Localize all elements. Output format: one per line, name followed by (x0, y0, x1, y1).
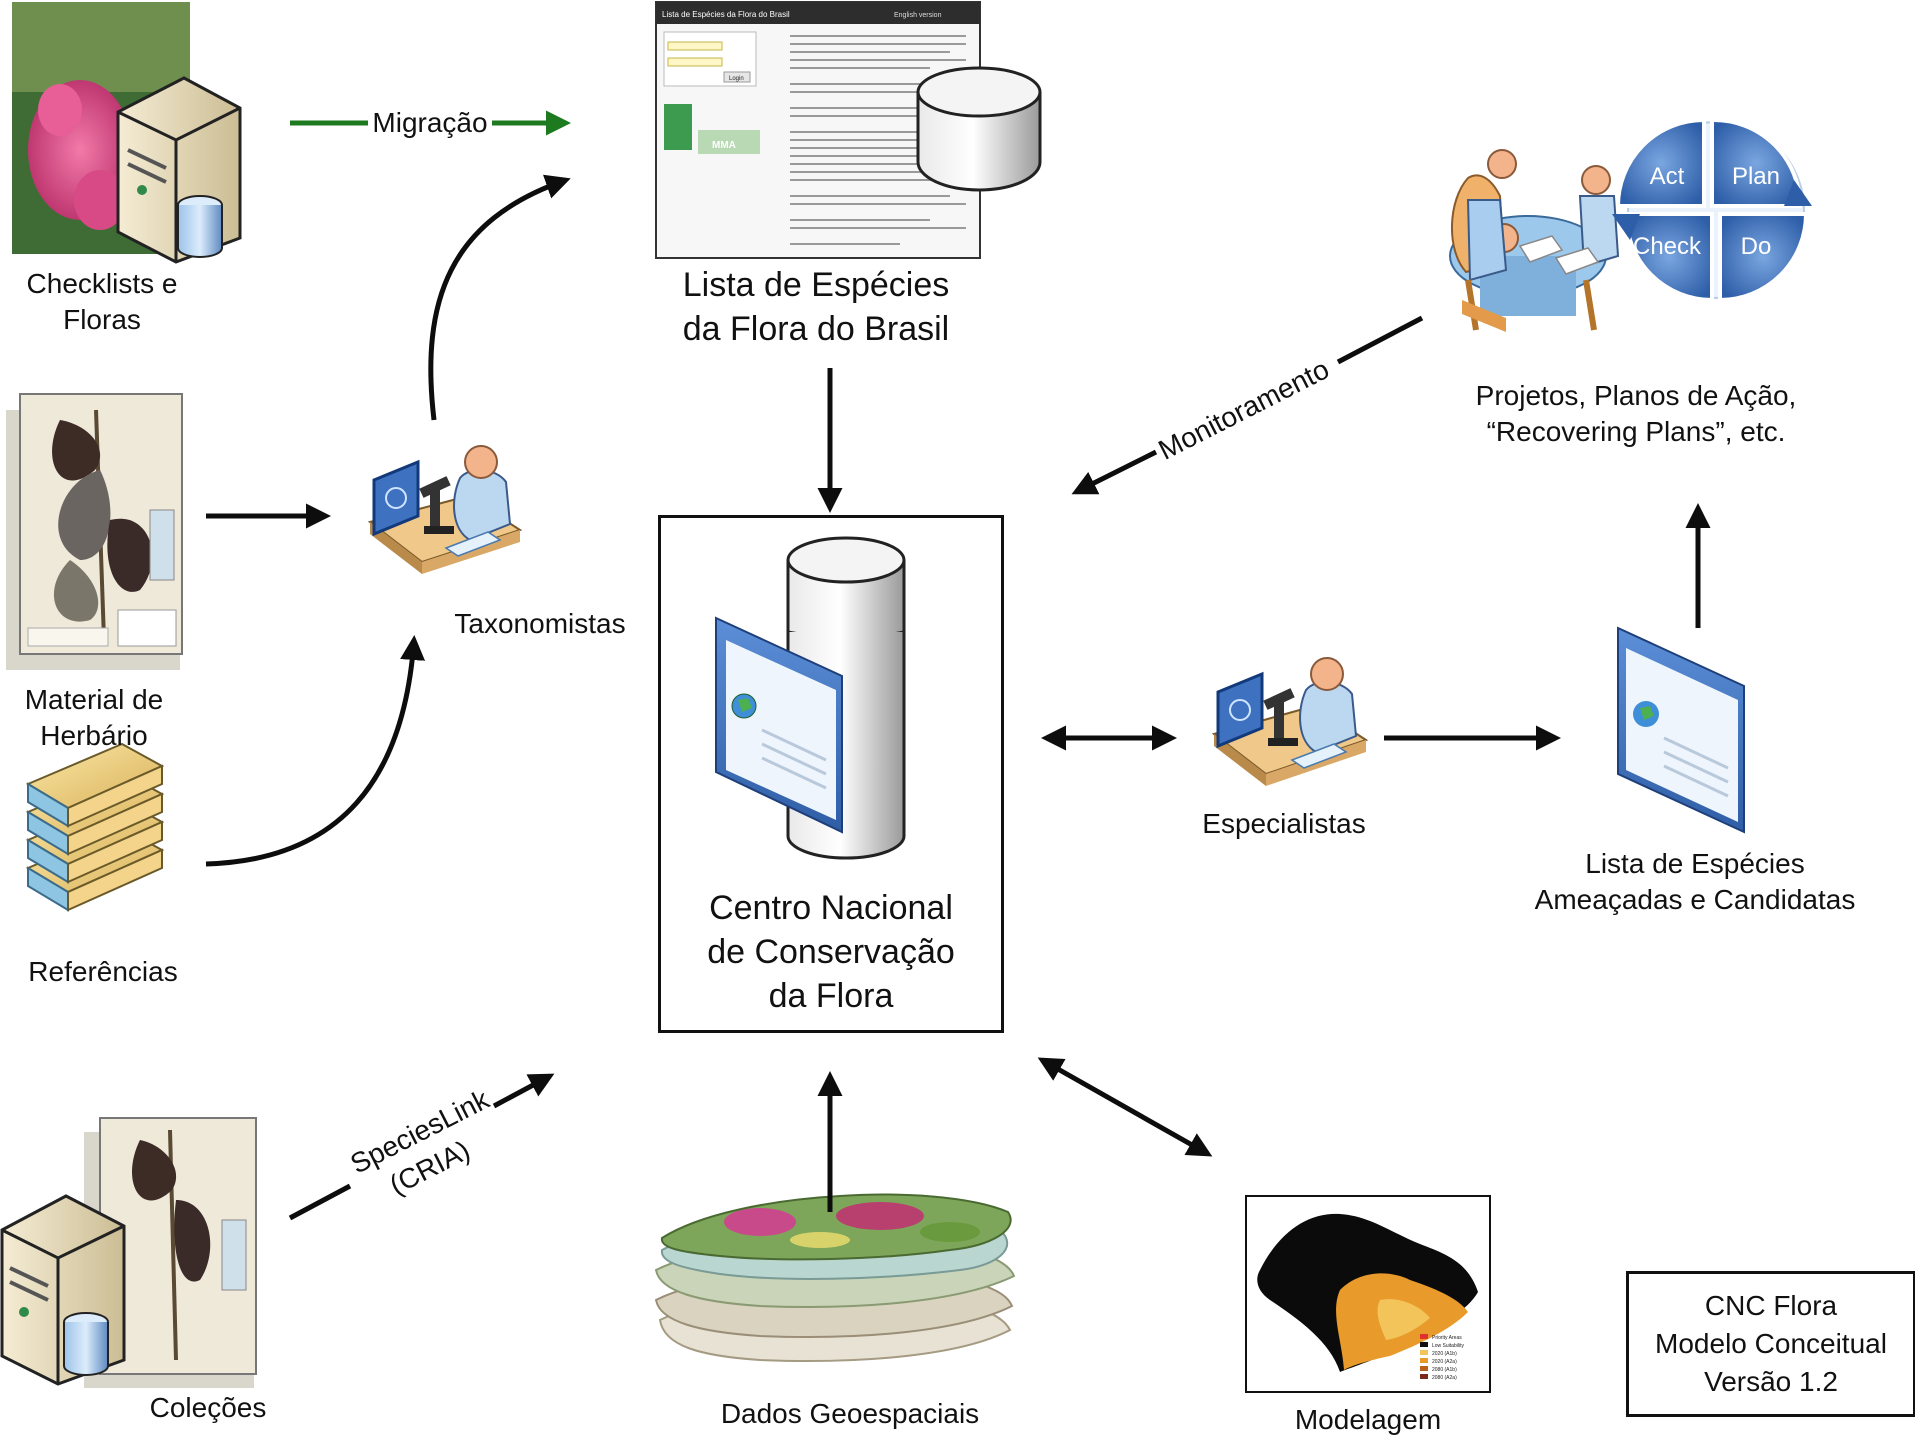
map-legend-5: 2080 (A1b) (1432, 1367, 1457, 1373)
map-legend-4: 2020 (A2a) (1432, 1359, 1457, 1365)
node-label-lista-flora: Lista de Espécies da Flora do Brasil (640, 264, 992, 351)
lista-ameacadas-line-1: Lista de Espécies (1585, 848, 1805, 879)
checklists-line-2: Floras (63, 304, 141, 336)
modelagem-line-1: Modelagem (1294, 1404, 1442, 1435)
website-login-button: Login (729, 76, 744, 82)
herbarium-specimen-icon (6, 393, 183, 670)
herbario-line-2: Herbário (40, 720, 148, 752)
arrow-centro-modelagem (1037, 1057, 1213, 1157)
pdca-do-label: Do (1741, 233, 1772, 260)
map-legend-3: 2020 (A1b) (1432, 1351, 1457, 1357)
version-line-2: Modelo Conceitual (1655, 1328, 1887, 1360)
taxonomistas-line-1: Taxonomistas (454, 608, 626, 639)
node-label-taxonomistas: Taxonomistas (430, 606, 650, 642)
centro-line-2: de Conservação (707, 933, 955, 972)
pdca-cycle-icon: Act Plan Check Do (1612, 117, 1812, 303)
checklists-line-1: Checklists e (26, 268, 178, 299)
central-database-icon (715, 536, 906, 860)
edge-label-migracao: Migração (372, 107, 487, 138)
colecoes-line-1: Coleções (149, 1392, 267, 1423)
arrow-referencias-to-taxonomistas (205, 635, 426, 867)
edge-label-monitoramento: Monitoramento (1153, 353, 1333, 465)
meeting-icon (1449, 149, 1620, 332)
version-box: CNC Flora Modelo Conceitual Versão 1.2 (1626, 1271, 1915, 1417)
central-node-box (658, 515, 1004, 1033)
herbario-line-1: Material de (24, 684, 164, 715)
node-label-projetos: Projetos, Planos de Ação, “Recovering Pl… (1436, 378, 1836, 451)
website-title: Lista de Espécies da Flora do Brasil (662, 10, 790, 19)
node-label-herbario: Material de Herbário (0, 682, 188, 755)
projetos-line-2: “Recovering Plans”, etc. (1486, 416, 1786, 448)
database-icon (916, 66, 1042, 192)
node-label-geo: Dados Geoespaciais (690, 1396, 1010, 1432)
arrow-specieslink (288, 1073, 555, 1221)
node-label-referencias: Referências (0, 954, 206, 990)
pdca-check-label: Check (1633, 233, 1702, 260)
node-label-especialistas: Especialistas (1166, 806, 1402, 842)
referencias-line-1: Referências (28, 956, 178, 987)
taxonomist-icon (367, 445, 523, 574)
lista-ameacadas-line-2: Ameaçadas e Candidatas (1534, 884, 1856, 916)
node-label-colecoes: Coleções (120, 1390, 296, 1426)
website-lang-link: English version (894, 12, 942, 19)
arrow-taxonomistas-to-lista (428, 174, 571, 421)
pdca-act-label: Act (1650, 163, 1685, 190)
pdca-plan-label: Plan (1732, 163, 1780, 190)
centro-line-3: da Flora (768, 977, 894, 1016)
geo-line-1: Dados Geoespaciais (720, 1398, 980, 1429)
checklists-icon (12, 2, 242, 264)
website-mma-logo: MMA (712, 140, 736, 151)
map-legend-2: Low Suitability (1432, 1343, 1464, 1349)
version-line-1: CNC Flora (1704, 1290, 1838, 1322)
node-label-checklists: Checklists e Floras (0, 266, 204, 339)
node-label-centro: Centro Nacional de Conservação da Flora (658, 886, 1004, 1019)
map-legend-6: 2080 (A2a) (1432, 1375, 1457, 1381)
books-icon (25, 742, 165, 912)
website-screenshot: Lista de Espécies da Flora do Brasil Eng… (655, 1, 981, 259)
specialist-icon (1211, 657, 1369, 786)
lista-flora-line-2: da Flora do Brasil (682, 309, 950, 348)
especialistas-line-1: Especialistas (1202, 808, 1366, 839)
arrow-monitoramento (1071, 315, 1424, 495)
node-label-lista-ameacadas: Lista de Espécies Ameaçadas e Candidatas (1500, 846, 1890, 919)
collections-icon (0, 1117, 257, 1388)
geospatial-layers-icon (654, 1193, 1016, 1362)
map-legend-1: Priority Areas (1432, 1335, 1462, 1341)
centro-line-1: Centro Nacional (709, 889, 953, 927)
node-label-modelagem: Modelagem (1246, 1402, 1490, 1438)
lista-flora-line-1: Lista de Espécies (682, 266, 950, 304)
distribution-map-icon: Priority Areas Low Suitability 2020 (A1b… (1245, 1195, 1491, 1393)
projetos-line-1: Projetos, Planos de Ação, (1475, 380, 1797, 411)
version-line-3: Versão 1.2 (1704, 1365, 1838, 1397)
threatened-list-panel-icon (1617, 626, 1745, 834)
